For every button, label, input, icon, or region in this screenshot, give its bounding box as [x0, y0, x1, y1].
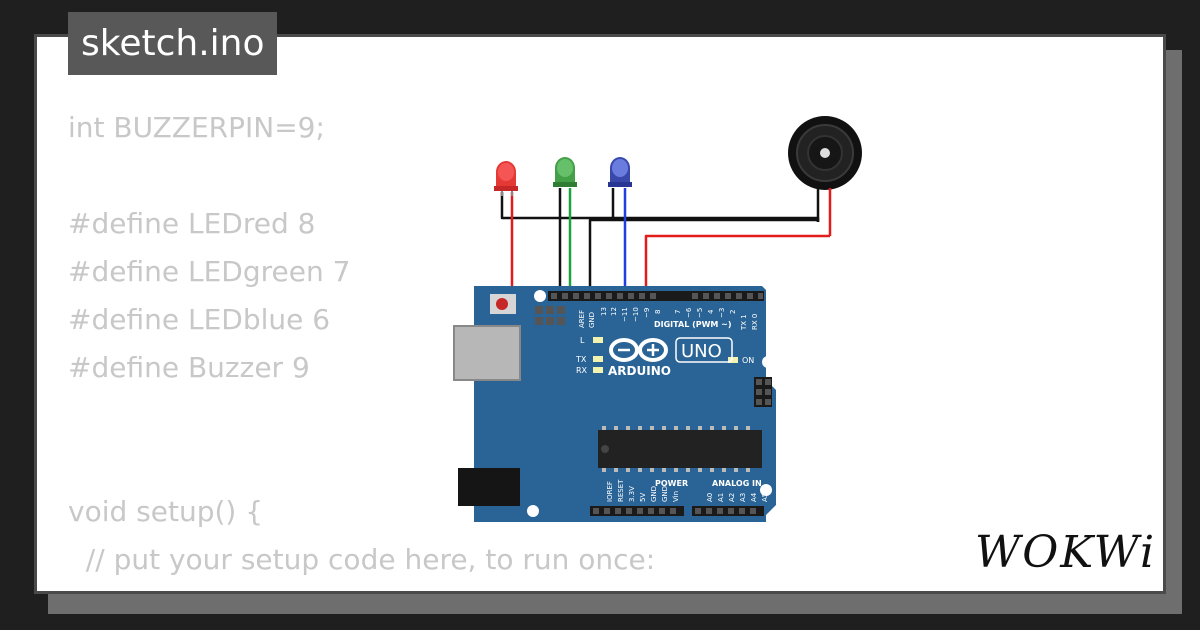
code-line-3: #define LEDred 8	[68, 207, 316, 240]
analog-header-label: ANALOG IN	[712, 479, 762, 488]
pin-rx0: RX 0	[751, 314, 759, 330]
wokwi-logo-text: WOKWi	[975, 527, 1157, 578]
code-line-6: #define Buzzer 9	[68, 351, 310, 384]
buzzer[interactable]	[788, 116, 862, 190]
pin-6: ~6	[685, 307, 693, 318]
pin-gnd-2: GND	[661, 486, 669, 502]
pin-a1: A1	[717, 493, 725, 502]
code-line-9: void setup() {	[68, 495, 264, 528]
pin-5: ~5	[696, 308, 704, 318]
usb-port	[453, 325, 521, 381]
l-led	[593, 337, 603, 343]
brand-label: ARDUINO	[608, 364, 671, 378]
code-line-1: int BUZZERPIN=9;	[68, 111, 325, 144]
pin-a0: A0	[706, 493, 714, 502]
power-header-label: POWER	[655, 479, 688, 488]
pin-a5: A5	[761, 493, 769, 502]
led-red[interactable]	[494, 161, 518, 196]
power-jack	[458, 468, 520, 506]
pin-3: ~3	[718, 308, 726, 318]
code-line-4: #define LEDgreen 7	[68, 255, 351, 288]
led-blue[interactable]	[608, 157, 632, 187]
label-rx: RX	[576, 366, 588, 375]
pin-a2: A2	[728, 493, 736, 502]
code-line-5: #define LEDblue 6	[68, 303, 331, 336]
wokwi-logo: WOKWi	[975, 525, 1155, 580]
label-on: ON	[742, 356, 754, 365]
pin-7: 7	[674, 310, 682, 314]
pin-10: ~10	[632, 307, 640, 322]
code-line-10: // put your setup code here, to run once…	[68, 543, 656, 576]
pin-vin: Vin	[672, 491, 680, 502]
label-gnd: GND	[588, 312, 596, 328]
pin-a3: A3	[739, 493, 747, 502]
pin-2: 2	[729, 310, 737, 314]
arduino-uno-board[interactable]: AREF GND 13 12 ~11 ~10 ~9 8 7 ~6 ~5 4 ~3…	[453, 286, 776, 522]
digital-header-label: DIGITAL (PWM ~)	[654, 320, 732, 329]
atmega-chip	[598, 430, 762, 468]
pin-4: 4	[707, 309, 715, 314]
led-green[interactable]	[553, 157, 577, 187]
pin-13: 13	[600, 307, 608, 316]
pin-tx1: TX 1	[740, 314, 748, 331]
rx-led	[593, 367, 603, 373]
label-tx: TX	[575, 355, 587, 364]
on-led	[728, 357, 738, 363]
pin-9: ~9	[643, 308, 651, 318]
label-l: L	[580, 336, 585, 345]
file-tab-title[interactable]: sketch.ino	[68, 12, 278, 75]
pin-reset: RESET	[617, 479, 625, 502]
pin-5v: 5V	[639, 493, 647, 502]
code-editor: int BUZZERPIN=9; #define LEDred 8 #define …	[68, 104, 655, 594]
wires	[500, 188, 830, 295]
pin-8: 8	[654, 310, 662, 314]
pin-12: 12	[610, 307, 618, 316]
pin-3v3: 3.3V	[628, 486, 636, 502]
pin-11: ~11	[621, 307, 629, 322]
pin-ioref: IOREF	[606, 481, 614, 502]
tx-led	[593, 356, 603, 362]
pin-a4: A4	[750, 492, 758, 502]
arduino-infinity-logo	[609, 338, 668, 362]
label-aref: AREF	[578, 310, 586, 328]
pin-gnd-1: GND	[650, 486, 658, 502]
code-line-11: Serial.begin(9600);	[68, 584, 655, 594]
model-label: UNO	[681, 341, 722, 362]
